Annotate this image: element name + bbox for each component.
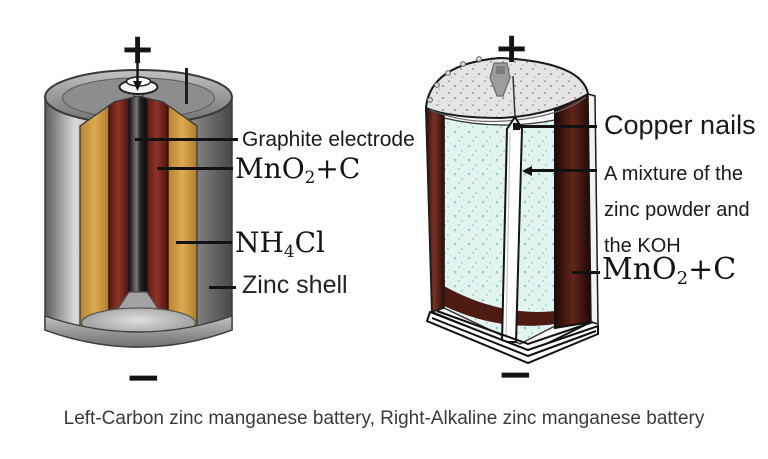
mno2-left-leader-line xyxy=(157,167,233,170)
can-bottom-rim xyxy=(44,315,233,348)
right-positive-terminal: + xyxy=(494,23,530,72)
zinc-shell-leader-line xyxy=(209,286,236,289)
graphite-electrode-label: Graphite electrode xyxy=(242,128,415,151)
left-positive-terminal: + xyxy=(120,24,156,73)
mixture-leader-arrowhead xyxy=(522,166,532,176)
interior-bottom-lining xyxy=(444,286,555,326)
nh4cl-label: NH4Cl xyxy=(235,226,325,262)
right-negative-terminal: − xyxy=(497,349,534,400)
mno2-layer-right xyxy=(147,96,168,341)
case-outer-edge-right xyxy=(587,93,599,325)
electrolyte-layer-left xyxy=(80,96,109,341)
figure-caption: Left-Carbon zinc manganese battery, Righ… xyxy=(63,408,705,429)
mixture-leader-line xyxy=(531,169,597,172)
top-dome xyxy=(424,56,590,120)
copper-nails-label: Copper nails xyxy=(604,110,756,140)
mno2-label-left: MnO2+C xyxy=(235,152,361,188)
case-wall-left xyxy=(425,106,445,314)
zinc-shell-label: Zinc shell xyxy=(242,271,348,299)
nh4cl-leader-line xyxy=(176,241,232,244)
mno2-label-right: MnO2+C xyxy=(602,252,737,290)
mno2-layer-left xyxy=(109,96,129,341)
carbon-rod xyxy=(129,96,147,341)
left-negative-terminal: − xyxy=(125,352,162,403)
case-wall-right xyxy=(554,93,593,330)
mno2-right-leader-line xyxy=(572,271,600,274)
top-seal-tick xyxy=(185,68,188,104)
bottom-base xyxy=(425,310,599,365)
copper-nails-leader-line xyxy=(519,125,597,128)
alkaline-battery-illustration xyxy=(424,56,599,365)
graphite-leader-line xyxy=(135,138,238,141)
plus-arrowhead xyxy=(133,81,142,91)
electrolyte-layer-right xyxy=(168,96,197,341)
mixture-label: A mixture of the zinc powder and the KOH xyxy=(604,163,750,257)
carbon-zinc-battery-illustration xyxy=(44,61,233,348)
copper-nail-anchor-dot xyxy=(513,123,520,130)
